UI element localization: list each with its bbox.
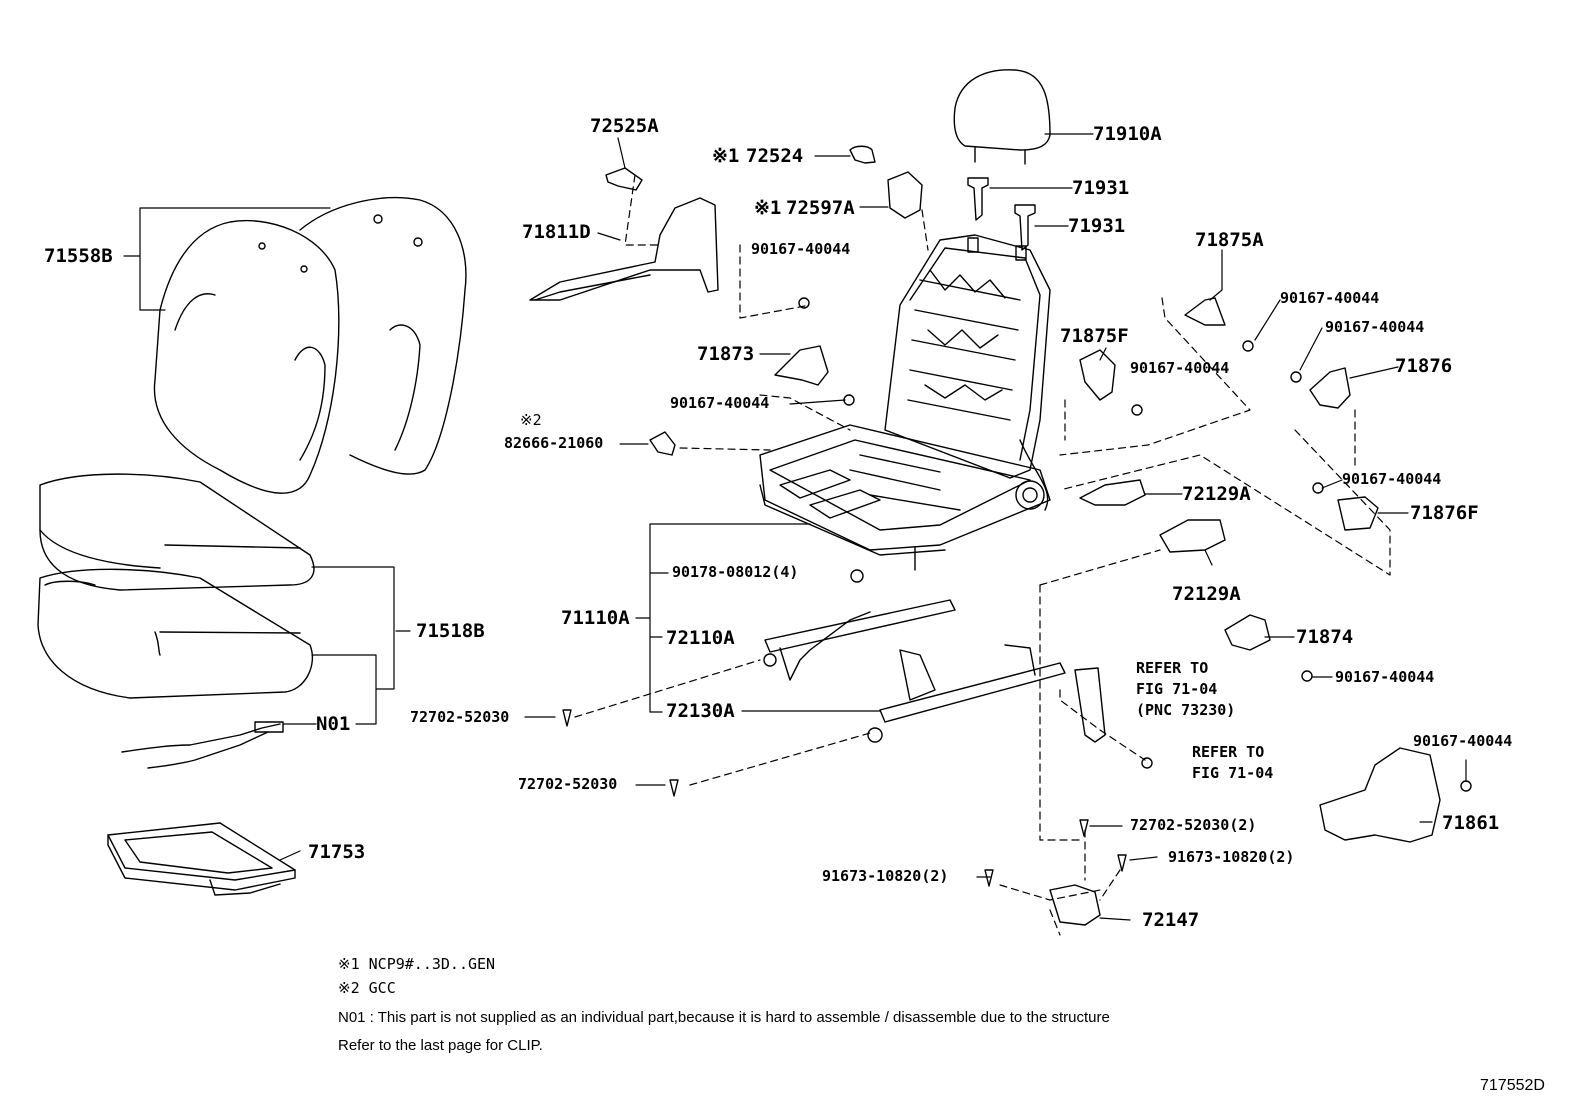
refer-line-3: (PNC 73230) [1136, 701, 1236, 719]
label-90167-40044-c: 90167-40044 [1325, 318, 1425, 336]
label-71910A: 71910A [1093, 123, 1162, 145]
label-72130A: 72130A [666, 700, 735, 722]
label-71931-top: 71931 [1072, 177, 1130, 199]
label-72525A: 72525A [590, 115, 659, 137]
note-n01-supply: N01 : This part is not supplied as an in… [338, 1009, 1110, 1026]
label-71873: 71873 [697, 343, 755, 365]
label-71518B: 71518B [416, 620, 485, 642]
seat-rail-icon [763, 599, 1106, 743]
seat-cushion-icon [37, 473, 315, 699]
label-82666-21060: 82666-21060 [504, 434, 604, 452]
label-90167-40044-e: 90167-40044 [670, 394, 770, 412]
note-applicability-1: ※1 NCP9#..3D..GEN [338, 955, 496, 973]
label-72597A: 72597A [786, 197, 855, 219]
note-clip-reference: Refer to the last page for CLIP. [338, 1037, 543, 1054]
label-72147: 72147 [1142, 909, 1200, 931]
label-90167-40044-a: 90167-40044 [751, 240, 851, 258]
label-72110A: 72110A [666, 627, 735, 649]
label-71558B: 71558B [44, 245, 113, 267]
label-72129A-bottom: 72129A [1172, 583, 1241, 605]
refer-line-1: REFER TO [1136, 659, 1209, 677]
label-90167-40044-b: 90167-40044 [1280, 289, 1380, 307]
refer-line-1: REFER TO [1192, 743, 1265, 761]
cushion-frame-icon [107, 822, 296, 896]
label-71875F: 71875F [1060, 325, 1129, 347]
label-91673-10820-a: 91673-10820(2) [822, 867, 949, 885]
label-71861: 71861 [1442, 812, 1500, 834]
wire-harness-icon [121, 721, 284, 769]
label-90167-40044-g: 90167-40044 [1335, 668, 1435, 686]
note-applicability-2: ※2 GCC [338, 979, 396, 997]
label-71753: 71753 [308, 841, 366, 863]
label-71931-bottom: 71931 [1068, 215, 1126, 237]
headrest-icon [953, 69, 1051, 251]
refer-line-2: FIG 71-04 [1136, 680, 1218, 698]
label-71874: 71874 [1296, 626, 1354, 648]
label-72524: 72524 [746, 145, 804, 167]
label-72702-52030-c: 72702-52030(2) [1130, 816, 1257, 834]
leader-lines [123, 133, 1467, 921]
label-72702-52030-a: 72702-52030 [410, 708, 510, 726]
dashed-guides [574, 174, 1391, 936]
label-71876: 71876 [1395, 355, 1453, 377]
seat-frame-icon [759, 234, 1051, 571]
small-parts-icon [529, 145, 1472, 792]
label-71876F: 71876F [1410, 502, 1479, 524]
refer-line-2: FIG 71-04 [1192, 764, 1274, 782]
misc-parts-icon [562, 614, 1441, 926]
seatback-cover-icon [153, 197, 467, 494]
label-72702-52030-b: 72702-52030 [518, 775, 618, 793]
refer-to-fig-71-04-pnc: REFER TO FIG 71-04 (PNC 73230) [1136, 658, 1235, 721]
label-N01: N01 [316, 713, 351, 735]
label-71110A: 71110A [561, 607, 630, 629]
label-90167-40044-d: 90167-40044 [1130, 359, 1230, 377]
label-90167-40044-f: 90167-40044 [1342, 470, 1442, 488]
label-91673-10820-b: 91673-10820(2) [1168, 848, 1295, 866]
figure-id: 717552D [1480, 1077, 1545, 1094]
mark-2: ※2 [520, 411, 542, 429]
label-71875A: 71875A [1195, 229, 1264, 251]
refer-to-fig-71-04: REFER TO FIG 71-04 [1192, 742, 1273, 784]
label-90178-08012: 90178-08012(4) [672, 563, 799, 581]
label-90167-40044-h: 90167-40044 [1413, 732, 1513, 750]
label-72129A-top: 72129A [1182, 483, 1251, 505]
label-71811D: 71811D [522, 221, 591, 243]
mark-1-72524: ※1 [712, 145, 740, 167]
mark-1-72597A: ※1 [754, 197, 782, 219]
